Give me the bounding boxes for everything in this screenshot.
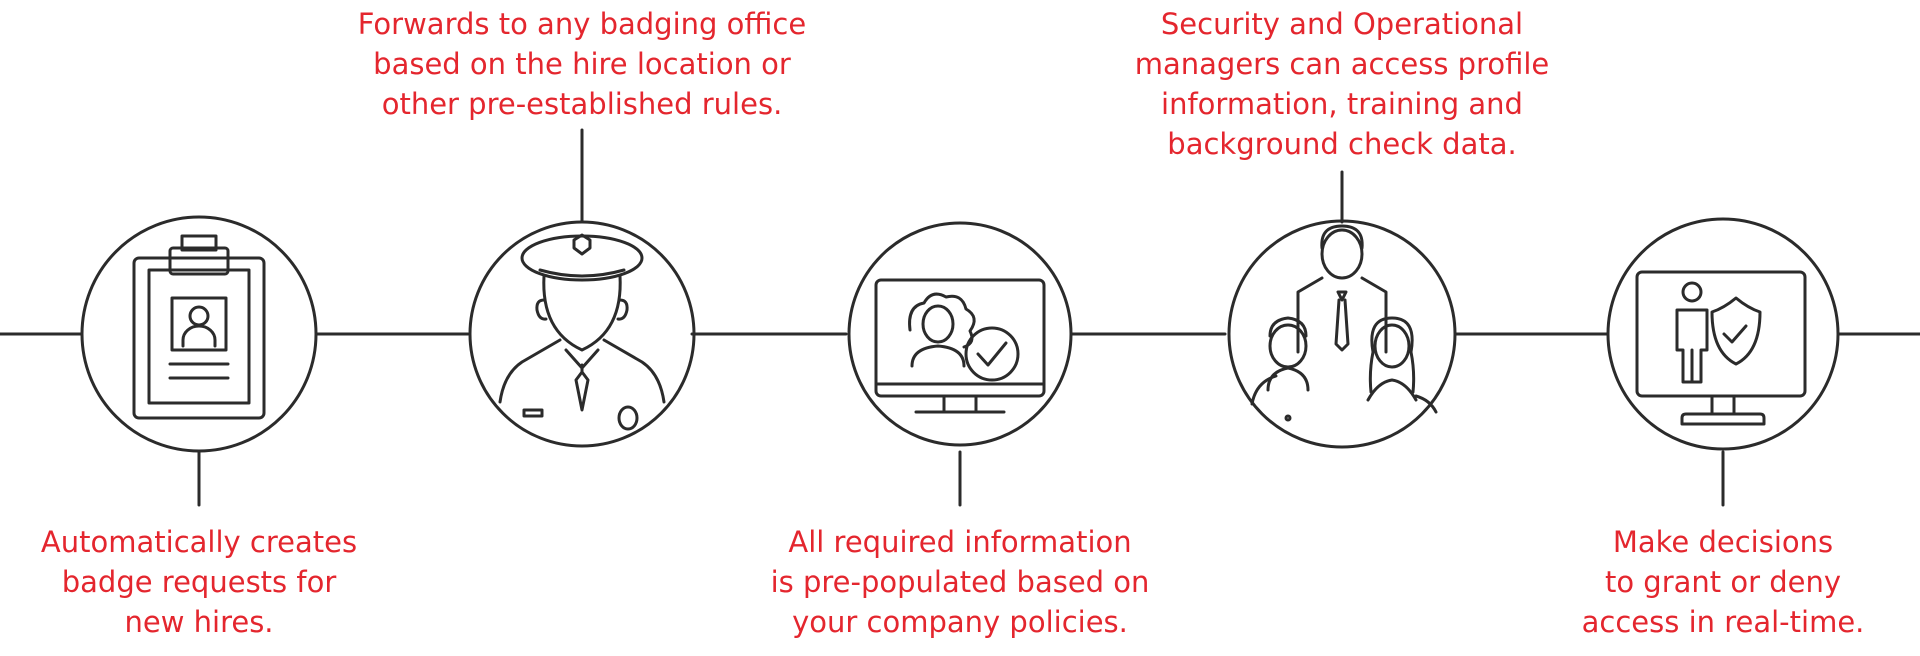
caption-line: All required information [788,525,1132,559]
caption-line: is pre-populated based on [770,565,1150,599]
caption-line: managers can access profile [1134,47,1550,81]
managers-group-icon [1227,219,1457,449]
caption-line: Automatically creates [40,525,358,559]
step-1-caption: Automatically creates badge requests for… [41,522,357,642]
caption-line: background check data. [1167,127,1517,161]
monitor-profile-check-icon [847,221,1073,447]
caption-line: Security and Operational [1160,7,1524,41]
caption-line: badge requests for [61,565,337,599]
caption-line: Make decisions [1612,525,1834,559]
step-5-caption: Make decisions to grant or deny access i… [1582,522,1865,642]
caption-connectors [197,128,1725,507]
monitor-access-shield-icon [1606,217,1840,451]
caption-line: information, training and [1161,87,1523,121]
step-2-caption: Forwards to any badging office based on … [358,4,806,124]
caption-line: your company policies. [792,605,1128,639]
caption-line: based on the hire location or [373,47,791,81]
security-officer-icon [468,220,696,448]
step-4-caption: Security and Operational managers can ac… [1135,4,1550,164]
caption-line: to grant or deny [1604,565,1842,599]
clipboard-id-badge-icon [80,215,318,453]
caption-line: Forwards to any badging office [357,7,807,41]
caption-line: access in real-time. [1581,605,1865,639]
caption-line: new hires. [124,605,274,639]
step-3-caption: All required information is pre-populate… [771,522,1150,642]
caption-line: other pre-established rules. [381,87,783,121]
